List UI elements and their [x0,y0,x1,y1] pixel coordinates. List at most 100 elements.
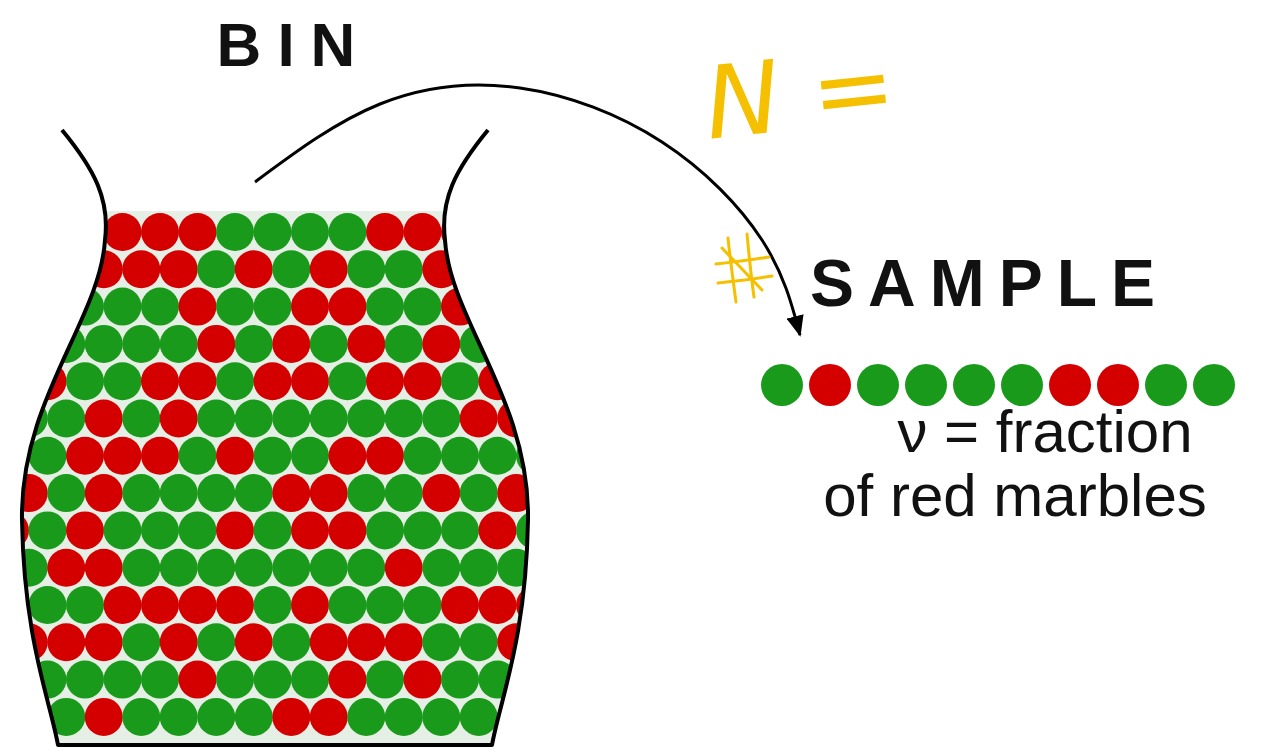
marble [347,400,385,438]
marble [366,288,404,326]
marble [310,549,348,587]
marble [291,661,329,699]
marble [516,288,554,326]
marble [535,250,573,288]
marble [422,698,460,736]
marble [29,437,67,475]
marble [141,288,179,326]
marble [160,549,198,587]
marble [141,213,179,251]
marble [460,549,498,587]
marble [216,288,254,326]
marble [422,474,460,512]
sample-heading: SAMPLE [790,250,1240,316]
marble [272,623,310,661]
marble [160,698,198,736]
marble [216,213,254,251]
marble [422,325,460,363]
marble [404,362,442,400]
marble [291,511,329,549]
marble [329,213,367,251]
marble [0,661,29,699]
marble [254,362,292,400]
marble [310,250,348,288]
marble [122,549,160,587]
marble [254,586,292,624]
marble [141,586,179,624]
marble [404,586,442,624]
marble [535,623,573,661]
marble [47,623,85,661]
marble [460,474,498,512]
marble [179,661,217,699]
hatch-stroke [728,238,736,302]
marble [310,325,348,363]
marble [235,400,273,438]
marble [310,474,348,512]
marble [85,549,123,587]
marble [366,437,404,475]
marble [254,661,292,699]
marble [254,511,292,549]
marble [535,549,573,587]
marble [516,661,554,699]
bin-outline [22,130,528,745]
marble [0,362,29,400]
marble [235,250,273,288]
marble [179,213,217,251]
marble [460,400,498,438]
marble [0,213,29,251]
marble [179,586,217,624]
marble [85,474,123,512]
marble [366,362,404,400]
bin-fill-group [22,211,528,745]
marble [404,511,442,549]
marble [85,698,123,736]
marble [141,362,179,400]
sample-caption: ν = fraction of red marbles [818,400,1213,528]
marble [291,213,329,251]
marble [179,362,217,400]
marble [272,325,310,363]
marble [122,250,160,288]
marble [104,511,142,549]
marble [516,213,554,251]
marble [10,474,48,512]
marble [347,623,385,661]
marble [385,474,423,512]
marble [366,661,404,699]
marble [160,474,198,512]
marble [141,511,179,549]
marble [404,213,442,251]
marble [366,213,404,251]
marble [10,325,48,363]
marble [254,437,292,475]
marble [197,623,235,661]
marble [404,288,442,326]
marble [122,698,160,736]
marble [122,325,160,363]
marble [272,549,310,587]
marble [160,250,198,288]
marble [479,213,517,251]
marble [385,623,423,661]
marble [66,437,104,475]
marble [29,288,67,326]
marble [85,623,123,661]
marble [104,661,142,699]
marble [460,698,498,736]
marble [347,474,385,512]
marble [104,586,142,624]
marble [385,400,423,438]
marble [104,437,142,475]
marble [254,288,292,326]
marble [857,364,899,406]
marble [535,698,573,736]
marble [479,288,517,326]
marble [497,250,535,288]
marble [272,474,310,512]
marble [310,698,348,736]
